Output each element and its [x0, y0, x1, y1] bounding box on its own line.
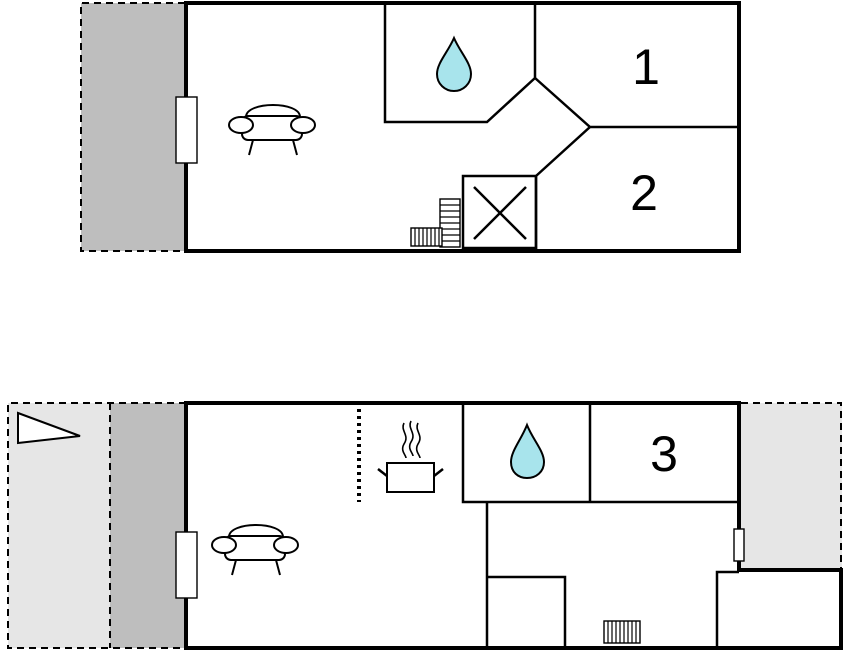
room-label-3: 3: [650, 426, 678, 482]
void-box: [461, 174, 538, 250]
window-icon: [733, 528, 745, 562]
lower-terrace-light: [8, 403, 110, 648]
lower-outer-wall: [184, 401, 843, 650]
void-cross-icon: [473, 186, 527, 240]
upper-balcony-border: [80, 2, 185, 252]
upper-floor: 1 2: [80, 1, 741, 253]
room-label-1: 1: [632, 39, 660, 95]
stairs-icon: [439, 198, 461, 248]
right-terrace: [741, 403, 842, 570]
upper-bathroom-wall: [383, 3, 537, 124]
lower-floor: 3: [7, 401, 843, 650]
lower-terrace-dark: [110, 403, 186, 648]
upper-hall-wall-lower: [534, 126, 591, 251]
lower-terrace-border: [7, 402, 186, 649]
sofa-icon: [228, 104, 316, 156]
window-icon: [175, 531, 198, 599]
radiator-icon: [603, 620, 641, 644]
window-icon: [175, 96, 198, 164]
radiator-icon: [410, 227, 443, 247]
water-drop-icon: [509, 422, 546, 480]
sofa-icon: [211, 524, 299, 576]
upper-balcony: [81, 3, 185, 251]
water-drop-icon: [435, 35, 473, 93]
room-label-2: 2: [630, 165, 658, 221]
right-terrace-border: [741, 402, 842, 570]
lower-box-right: [715, 570, 739, 648]
lower-box-left: [487, 575, 567, 648]
lower-bathroom-wall: [461, 403, 739, 504]
cooking-pot-icon: [377, 420, 444, 493]
north-arrow-icon: [17, 411, 81, 445]
